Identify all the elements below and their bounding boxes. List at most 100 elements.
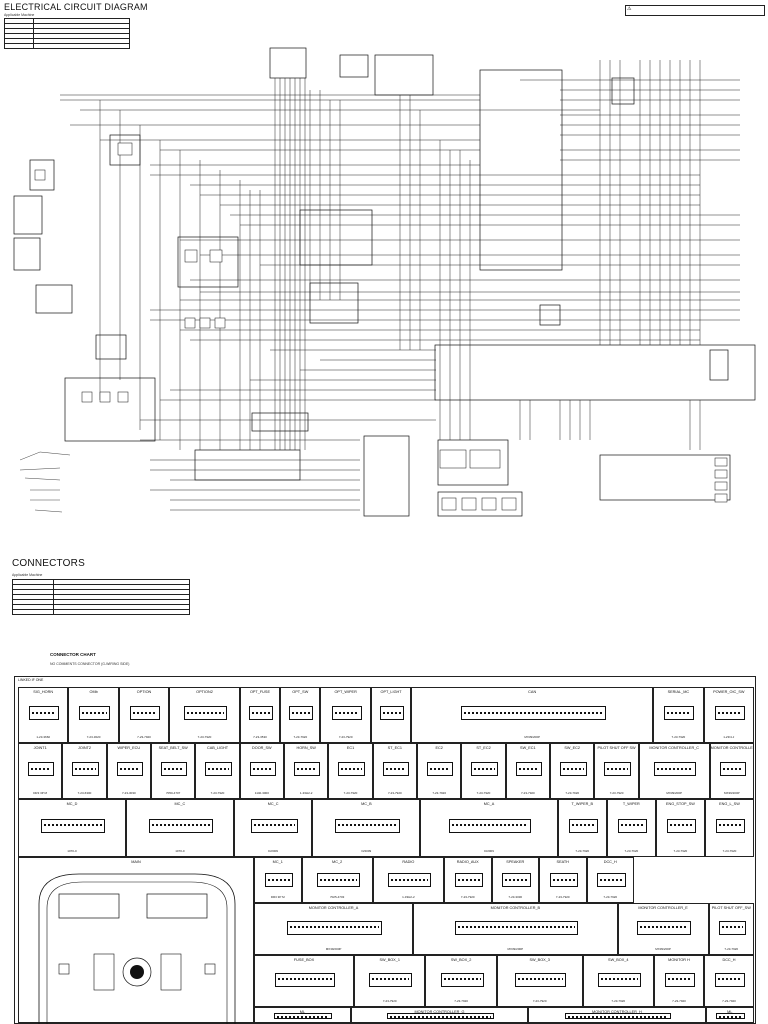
connector-name: OPTION (136, 690, 152, 694)
connector-part-number: 7-23-7920 (338, 735, 353, 739)
connector-name: MONITOR CONTROLLER_D (710, 746, 753, 750)
connector-shape (714, 705, 745, 720)
connector-part-number: MX39/200P (655, 947, 671, 951)
connector-name: SEATH (556, 860, 569, 864)
connector-part-number: MX39/200P (325, 947, 342, 951)
connector-part-number: 7-23-7920 (555, 895, 570, 899)
connector-cell: OPTION2 7-23-7920 (169, 687, 240, 743)
connector-cell: FUSE_BOX (254, 955, 354, 1007)
main-connector-name: MAIN (131, 860, 141, 864)
connector-part-number: D/2009 (361, 849, 372, 853)
connector-name: DOOR_SW (252, 746, 272, 750)
connector-name: OPTION2 (196, 690, 213, 694)
connector-shape (274, 1013, 333, 1019)
connector-part-number: 7-23-7920 (624, 849, 639, 853)
connector-shape (653, 761, 697, 776)
connector-name: POWER_OIC_SW (713, 690, 745, 694)
connector-name: MONITOR CONTROLLER_C (649, 746, 700, 750)
connector-part-number: 7-23-7920 (609, 791, 624, 795)
connector-shape (387, 1013, 494, 1019)
connector-name: OPT_SW (292, 690, 309, 694)
connector-part-number: 7-23-7920 (293, 735, 308, 739)
connector-part-number: 7-23-7920 (454, 999, 468, 1003)
connector-part-number: DR3 3P M (33, 791, 48, 795)
connector-name: OPT_FUSE (249, 690, 270, 694)
connector-name: MONITOR CONTROLLER_E (638, 906, 688, 910)
connector-part-number: 7-23-7920 (388, 791, 402, 795)
connector-part-number: 7-23-7920 (611, 999, 626, 1003)
connector-name: RADIO (402, 860, 415, 864)
connector-part-number: 7050-4707 (165, 791, 181, 795)
connector-name: MC_C (267, 802, 279, 806)
connector-name: MONITOR CONTROLLER_G (414, 1010, 465, 1014)
connector-name: OPT_WIPER (334, 690, 357, 694)
connector-shape (666, 818, 697, 833)
connector-part-number: MX39/200P (723, 791, 740, 795)
warning-note: ⚠ (625, 5, 765, 16)
connector-shape (286, 920, 383, 935)
connector-cell: SEATH 7-23-7920 (539, 857, 587, 903)
connector-cell: MONITOR CONTROLLER_D MX39/200P (709, 743, 754, 799)
connector-cell: ML (254, 1007, 351, 1023)
main-connector-outline (38, 873, 236, 1024)
connector-name: ENG_L_SW (719, 802, 740, 806)
connector-name: PILOT SHUT OFF_SW (711, 906, 751, 910)
connector-cell: SEAT_BELT_SW 7050-4707 (151, 743, 196, 799)
connector-name: CAB_LIGHT (206, 746, 229, 750)
connector-cell: ML (705, 1007, 754, 1023)
connector-part-number: 7-23-7920 (565, 791, 580, 795)
connector-name: MC_2 (332, 860, 343, 864)
connector-shape (718, 920, 746, 935)
connector-name: T_WIPER (622, 802, 640, 806)
connector-shape (250, 818, 298, 833)
connector-shape (275, 972, 335, 987)
connector-name: RADIO_AUX (456, 860, 479, 864)
connector-name: JOINT1 (33, 746, 47, 750)
connector-cell: OPT_FUSE 7-23-3530 (239, 687, 281, 743)
connector-name: MONITOR CONTROLLER_H (592, 1010, 642, 1014)
connector-part-number: 7-23-7920 (197, 735, 212, 739)
connector-shape (205, 761, 232, 776)
connector-cell: OPT_WIPER 7-23-7920 (320, 687, 371, 743)
connector-name: SW_BOX_4 (608, 958, 629, 962)
connector-shape (440, 972, 484, 987)
connector-shape (549, 872, 578, 887)
connector-name: SPEAKER (506, 860, 525, 864)
connector-part-number: 7-23-3020 (86, 735, 101, 739)
connector-name: CAN (528, 690, 537, 694)
connector-shape (72, 761, 99, 776)
connector-shape (514, 972, 567, 987)
connector-name: SEAT_BELT_SW (158, 746, 188, 750)
connector-shape (79, 705, 110, 720)
connector-part-number: 7-23-3530 (253, 735, 267, 739)
connector-name: MONITOR CONTROLLER_B (490, 906, 541, 910)
connector-name: PILOT SHUT OFF SW (597, 746, 636, 750)
connector-shape (184, 705, 227, 720)
connector-part-number: 7-23-3030 (121, 791, 136, 795)
connector-shape (460, 705, 606, 720)
connector-shape (148, 818, 214, 833)
connector-shape (160, 761, 188, 776)
connector-shape (331, 705, 362, 720)
connector-part-number: 7-23-6300 (77, 791, 92, 795)
connector-cell: PILOT SHUT OFF SW 7-23-7920 (594, 743, 639, 799)
connector-cell: MONITOR CONTROLLER_E MX39/200P (617, 903, 709, 955)
connector-shape (334, 818, 400, 833)
connector-part-number: 7-23-7920 (532, 999, 547, 1003)
